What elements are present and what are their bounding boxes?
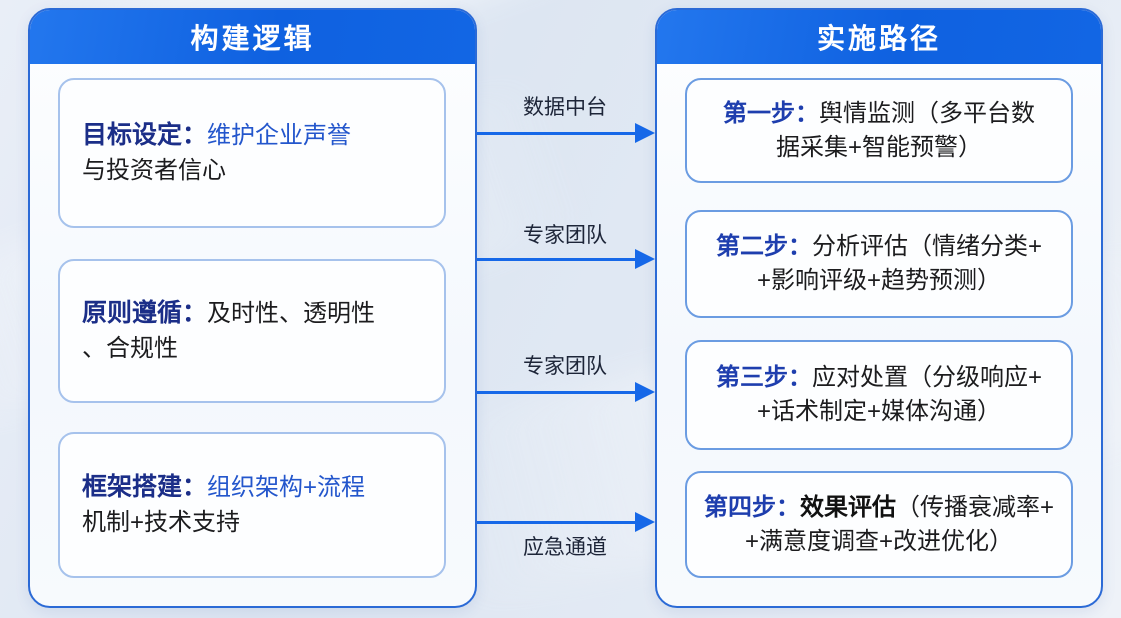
- framework-label: 框架搭建：: [82, 473, 208, 501]
- step1-box: 第一步：舆情监测（多平台数 据采集+智能预警）: [685, 78, 1073, 183]
- step1-content: 舆情监测（多平台数 据采集+智能预警）: [775, 99, 1035, 161]
- step1-label: 第一步：: [723, 99, 819, 127]
- arrow4-label: 应急通道: [523, 536, 607, 559]
- construction-logic-header: 构建逻辑: [30, 10, 475, 64]
- arrow1-label: 数据中台: [523, 96, 607, 119]
- step4-content: （传播衰减率+ +满意度调查+改进优化）: [744, 493, 1054, 555]
- framework-box: 框架搭建：组织架构+流程 机制+技术支持: [58, 432, 446, 578]
- step3-box: 第三步：应对处置（分级响应+ +话术制定+媒体沟通）: [685, 340, 1073, 450]
- arrow-shaft: [477, 521, 637, 524]
- construction-logic-panel: 构建逻辑 目标设定：维护企业声誉 与投资者信心 原则遵循：及时性、透明性 、合规…: [28, 8, 477, 608]
- goal-setting-label: 目标设定：: [82, 121, 208, 149]
- arrow-shaft: [477, 258, 637, 261]
- arrow-shaft: [477, 132, 637, 135]
- principles-rest: 及时性、透明性 、合规性: [82, 300, 376, 362]
- left-panel-title: 构建逻辑: [190, 23, 315, 54]
- framework-text: 框架搭建：组织架构+流程 机制+技术支持: [82, 470, 365, 540]
- arrow-head-icon: [635, 123, 655, 143]
- goal-setting-highlight: 维护企业声誉: [207, 122, 352, 149]
- principles-box: 原则遵循：及时性、透明性 、合规性: [58, 259, 446, 403]
- step1-text: 第一步：舆情监测（多平台数 据采集+智能预警）: [723, 97, 1035, 165]
- step3-text: 第三步：应对处置（分级响应+ +话术制定+媒体沟通）: [716, 361, 1042, 429]
- arrow-shaft: [477, 391, 637, 394]
- arrow3-label: 专家团队: [523, 355, 607, 378]
- implementation-path-header: 实施路径: [657, 10, 1101, 64]
- step2-box: 第二步：分析评估（情绪分类+ +影响评级+趋势预测）: [685, 210, 1073, 318]
- framework-highlight: 组织架构+流程: [207, 474, 366, 501]
- step2-label: 第二步：: [715, 233, 812, 260]
- step4-strong: 效果评估: [799, 493, 896, 521]
- principles-label: 原则遵循：: [82, 299, 208, 327]
- principles-text: 原则遵循：及时性、透明性 、合规性: [82, 296, 375, 366]
- goal-setting-rest: 与投资者信心: [82, 157, 226, 184]
- step4-box: 第四步：效果评估（传播衰减率+ +满意度调查+改进优化）: [685, 471, 1073, 578]
- arrow-head-icon: [635, 249, 655, 269]
- step3-content: 应对处置（分级响应+ +话术制定+媒体沟通）: [756, 364, 1042, 425]
- step3-label: 第三步：: [715, 364, 812, 391]
- arrow-head-icon: [635, 382, 655, 402]
- framework-rest: 机制+技术支持: [82, 509, 241, 536]
- step4-text: 第四步：效果评估（传播衰减率+ +满意度调查+改进优化）: [704, 491, 1054, 559]
- step2-text: 第二步：分析评估（情绪分类+ +影响评级+趋势预测）: [716, 230, 1042, 298]
- arrow2-label: 专家团队: [523, 224, 607, 247]
- goal-setting-text: 目标设定：维护企业声誉 与投资者信心: [82, 118, 351, 188]
- step2-content: 分析评估（情绪分类+ +影响评级+趋势预测）: [756, 233, 1042, 294]
- goal-setting-box: 目标设定：维护企业声誉 与投资者信心: [58, 78, 446, 228]
- implementation-path-panel: 实施路径 第一步：舆情监测（多平台数 据采集+智能预警） 第二步：分析评估（情绪…: [655, 8, 1103, 608]
- step4-label: 第四步：: [703, 493, 800, 521]
- arrow-head-icon: [635, 512, 655, 532]
- right-panel-title: 实施路径: [816, 23, 941, 54]
